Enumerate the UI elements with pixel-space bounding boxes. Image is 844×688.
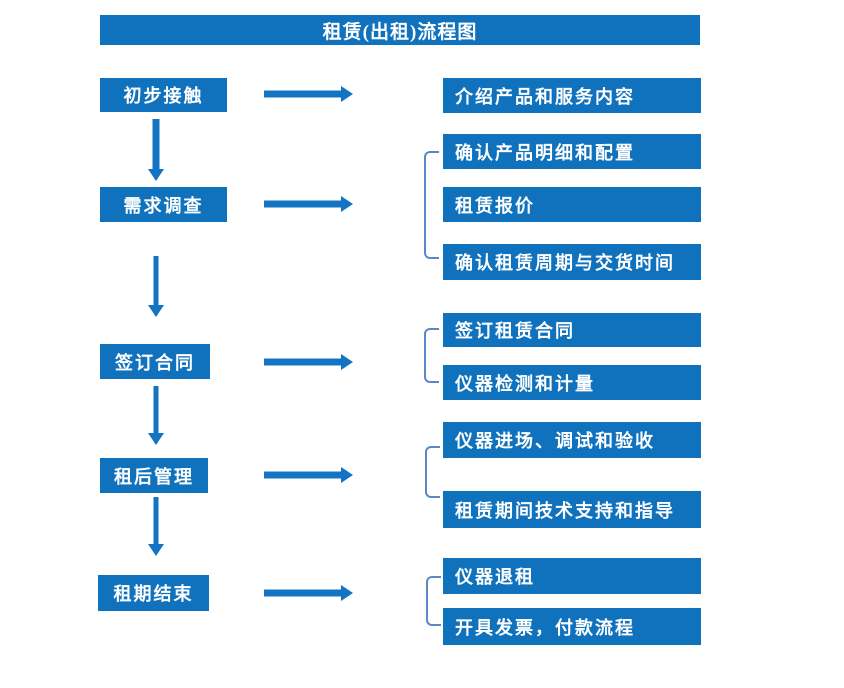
right-arrow-icon-2 <box>264 196 353 212</box>
step-box-post-rental-mgmt: 租后管理 <box>100 458 208 493</box>
detail-box-rental-quote: 租赁报价 <box>443 187 701 222</box>
step-box-initial-contact: 初步接触 <box>100 78 227 112</box>
down-arrow-icon-2 <box>148 256 164 317</box>
bracket-group-lease-end <box>426 576 441 626</box>
detail-box-introduce-products: 介绍产品和服务内容 <box>443 78 701 113</box>
detail-box-tech-support: 租赁期间技术支持和指导 <box>443 491 701 528</box>
detail-box-sign-rental-contract: 签订租赁合同 <box>443 313 701 347</box>
detail-box-confirm-product-spec: 确认产品明细和配置 <box>443 134 701 169</box>
detail-box-instrument-return: 仪器退租 <box>443 558 701 594</box>
detail-box-invoice-payment: 开具发票，付款流程 <box>443 608 701 645</box>
detail-box-instrument-testing: 仪器检测和计量 <box>443 365 701 400</box>
down-arrow-icon-1 <box>148 119 164 181</box>
right-arrow-icon-1 <box>264 86 353 102</box>
right-arrow-icon-3 <box>264 354 353 370</box>
step-box-demand-survey: 需求调查 <box>100 187 227 222</box>
down-arrow-icon-4 <box>148 497 164 556</box>
right-arrow-icon-5 <box>264 585 353 601</box>
step-box-sign-contract: 签订合同 <box>100 344 210 379</box>
detail-box-instrument-setup: 仪器进场、调试和验收 <box>443 422 701 458</box>
bracket-group-sign-contract <box>424 328 439 383</box>
flowchart-title: 租赁(出租)流程图 <box>100 15 700 45</box>
step-box-lease-end: 租期结束 <box>98 575 209 611</box>
detail-box-confirm-period: 确认租赁周期与交货时间 <box>443 244 701 280</box>
down-arrow-icon-3 <box>148 386 164 445</box>
bracket-group-demand-survey <box>424 151 439 259</box>
right-arrow-icon-4 <box>264 467 353 483</box>
bracket-group-post-rental-mgmt <box>425 446 440 498</box>
